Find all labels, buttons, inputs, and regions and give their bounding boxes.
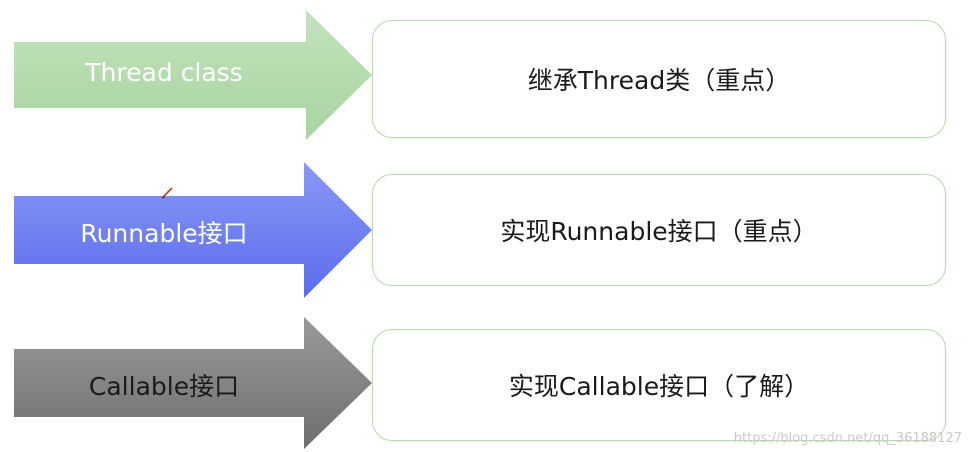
arrow-thread: Thread class: [14, 10, 374, 140]
arrow-label-thread: Thread class: [85, 58, 243, 87]
arrow-runnable-shape: [14, 162, 372, 298]
box-text-callable: 实现Callable接口（了解）: [508, 372, 810, 401]
box-callable: 实现Callable接口（了解）: [372, 329, 946, 441]
arrow-label-callable: Callable接口: [88, 372, 240, 401]
watermark: https://blog.csdn.net/qq_36188127: [733, 431, 962, 446]
box-thread: 继承Thread类（重点）: [372, 20, 946, 138]
pen-cursor-icon: [161, 187, 173, 199]
box-runnable: 实现Runnable接口（重点）: [372, 174, 946, 286]
box-text-runnable: 实现Runnable接口（重点）: [500, 217, 818, 246]
arrow-label-runnable: Runnable接口: [80, 219, 248, 248]
arrow-callable: Callable接口: [14, 317, 374, 449]
arrow-thread-shape: [14, 10, 372, 140]
arrow-runnable: Runnable接口: [14, 162, 374, 298]
arrow-callable-shape: [14, 317, 372, 449]
row-runnable: Runnable接口 实现Runnable接口（重点）: [0, 162, 970, 298]
row-thread: Thread class 继承Thread类（重点）: [0, 10, 970, 140]
box-text-thread: 继承Thread类（重点）: [527, 66, 791, 95]
row-callable: Callable接口 实现Callable接口（了解）: [0, 317, 970, 449]
